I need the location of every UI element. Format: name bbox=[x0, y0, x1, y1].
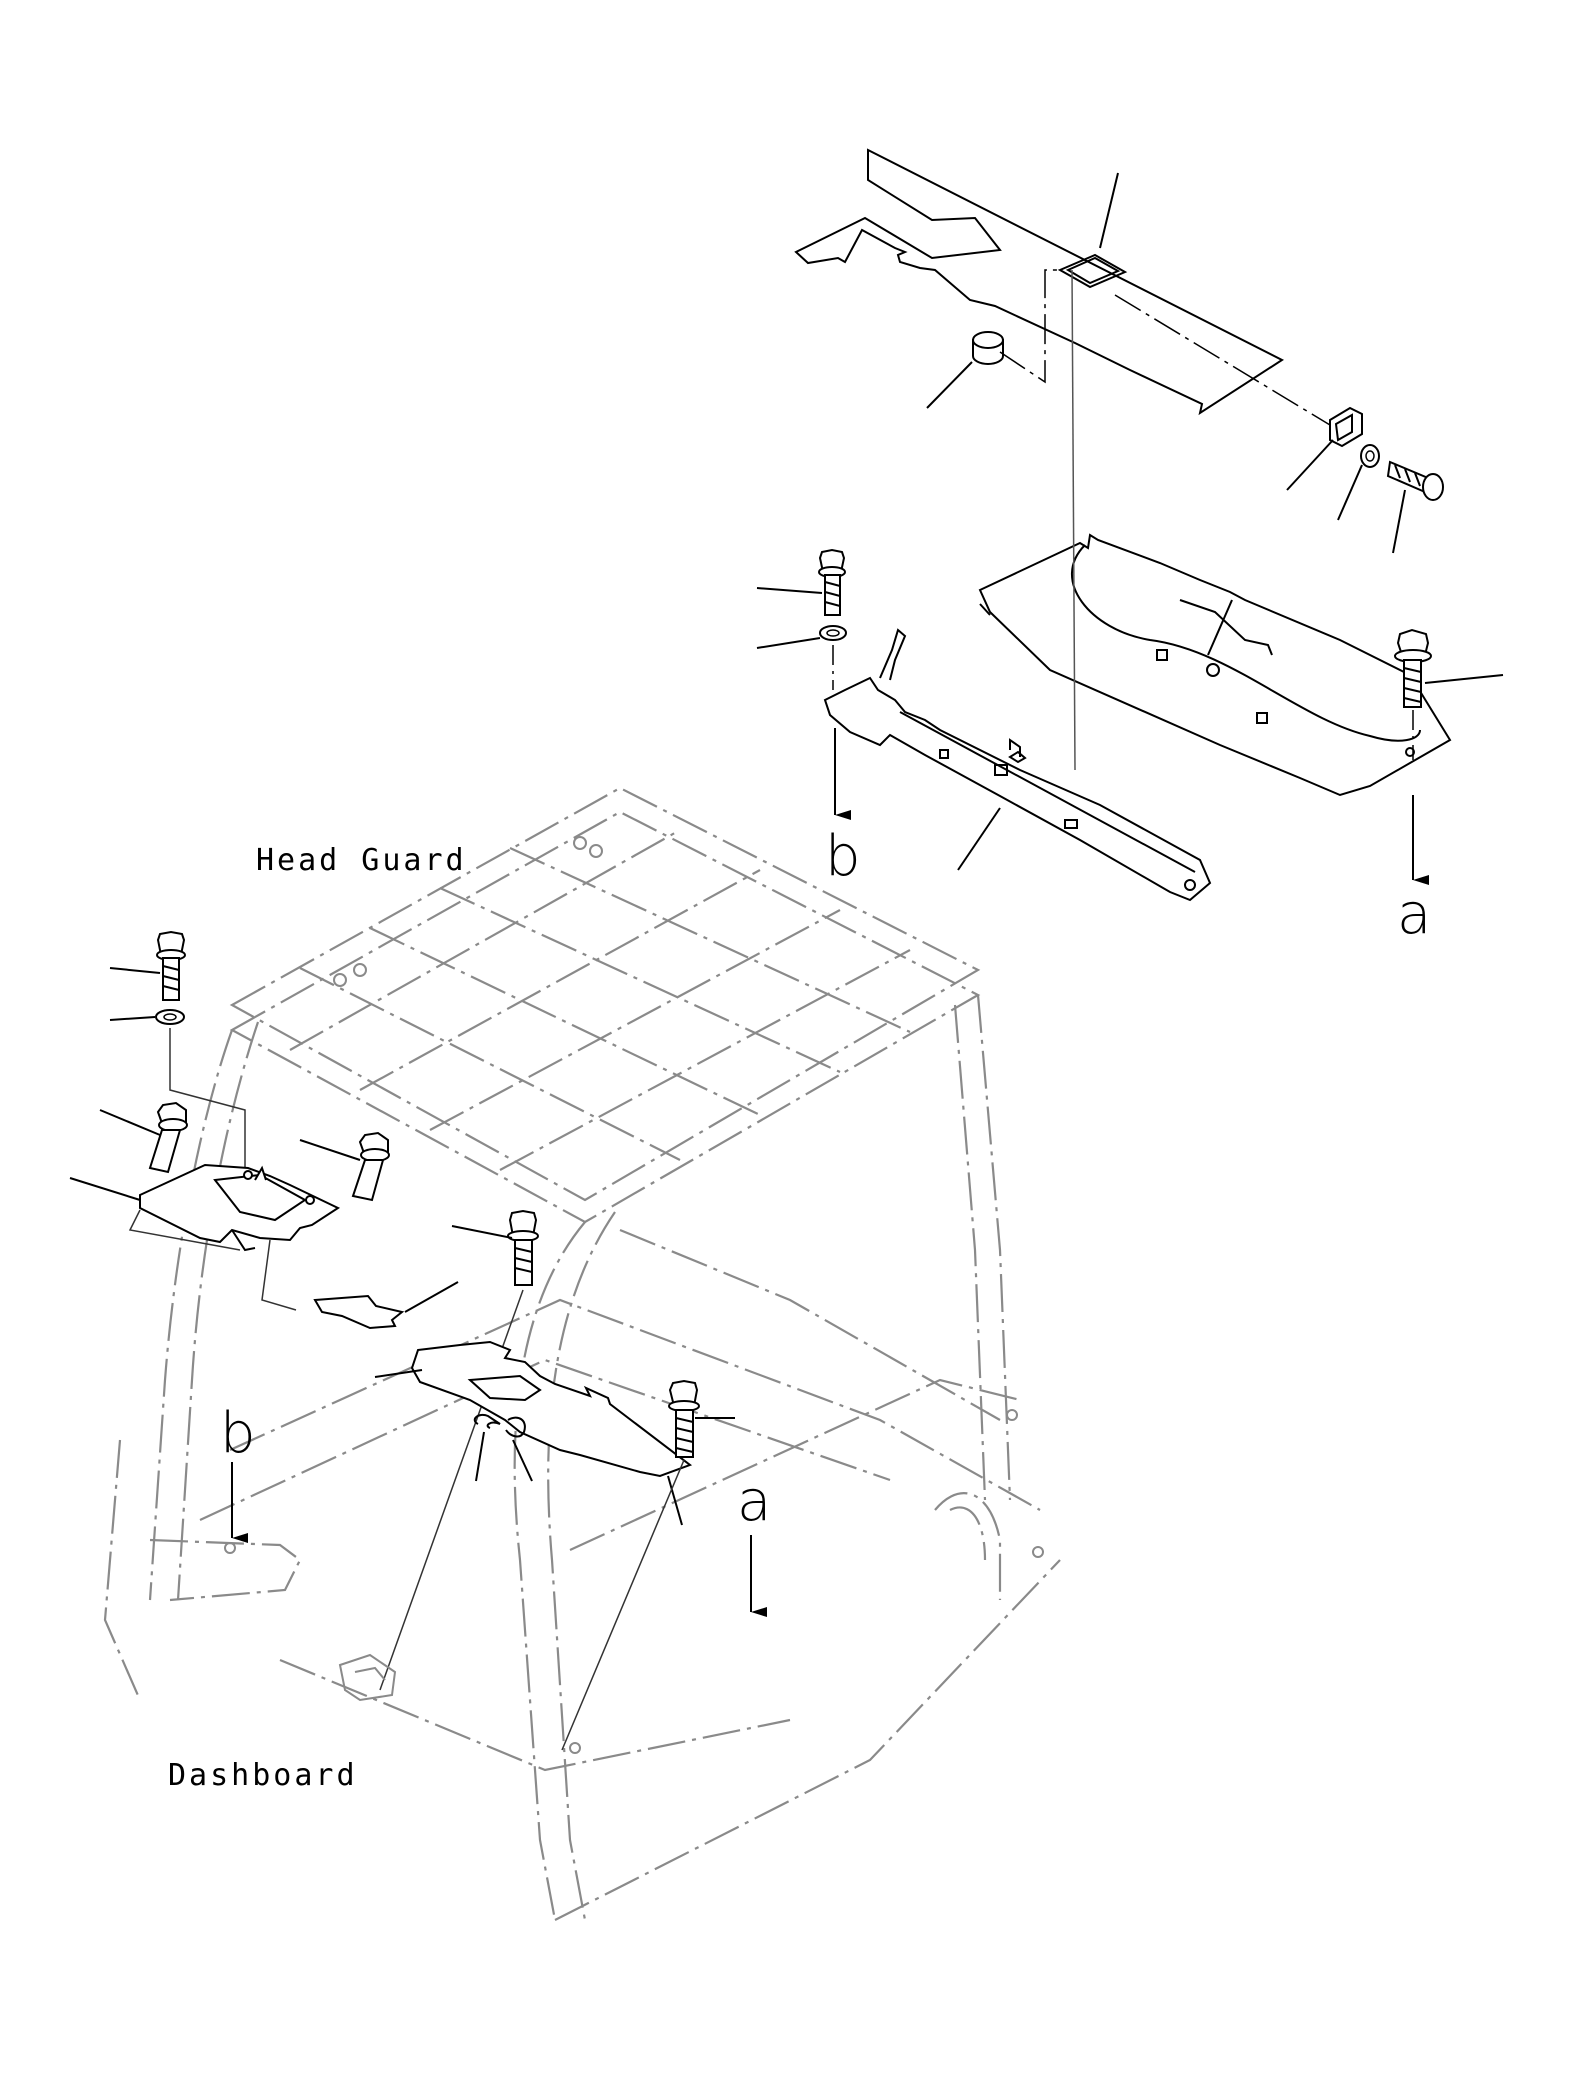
cap-nut-dash-link bbox=[999, 269, 1060, 384]
leader-bracket-plate-left bbox=[69, 1177, 141, 1201]
bolt-left-middle bbox=[148, 1101, 188, 1174]
cover-dashline bbox=[1114, 294, 1331, 426]
leader-center-panel bbox=[374, 1369, 423, 1378]
leader-bolt-mid-left bbox=[299, 1139, 361, 1161]
upper-cover-panel bbox=[794, 148, 1285, 416]
leader-cap-nut bbox=[926, 361, 973, 409]
leader-clip-2 bbox=[512, 1439, 533, 1482]
leader-bolt-upper-center bbox=[756, 587, 823, 594]
vertical-guide-line bbox=[1071, 269, 1076, 771]
bolt-upper-center bbox=[818, 548, 846, 616]
leader-center-panel-right bbox=[667, 1475, 683, 1526]
bolt-mid-left bbox=[351, 1131, 390, 1202]
washer-right bbox=[1360, 444, 1380, 468]
leader-bolt-far-right bbox=[1424, 674, 1504, 684]
long-bar-bracket bbox=[823, 628, 1212, 902]
bracket-plate-left bbox=[139, 1163, 341, 1252]
frame-bolt-holes bbox=[224, 836, 1044, 1754]
bolt-far-right bbox=[1394, 628, 1432, 708]
cap-nut bbox=[972, 331, 1004, 365]
latch-bracket bbox=[1329, 406, 1363, 448]
clip-pair bbox=[473, 1414, 526, 1438]
washer-left-link bbox=[169, 1028, 246, 1170]
bolt-left-top bbox=[156, 930, 186, 1001]
leader-bolt-center bbox=[451, 1225, 513, 1239]
washer-left bbox=[155, 1009, 185, 1025]
leader-latch bbox=[1286, 439, 1334, 491]
bolt-lower-right-dash bbox=[561, 1459, 685, 1751]
marker-a-top: a bbox=[1397, 882, 1431, 947]
head-guard-frame bbox=[103, 786, 1061, 1921]
dashboard-label: Dashboard bbox=[168, 1758, 358, 1793]
leader-long-bar bbox=[957, 807, 1001, 871]
leader-bolt-left-middle bbox=[99, 1109, 161, 1136]
leader-washer-upper-center bbox=[756, 637, 821, 649]
leader-small-angled-plate bbox=[404, 1281, 459, 1313]
bolt-right-horizontal bbox=[1386, 460, 1444, 501]
marker-b-bottom: b bbox=[220, 1401, 256, 1466]
leader-bolt-right bbox=[1392, 489, 1406, 554]
leader-washer-right bbox=[1337, 464, 1363, 521]
washer-upper-center bbox=[819, 625, 847, 641]
leader-washer-left bbox=[109, 1016, 156, 1021]
leader-clip-1 bbox=[475, 1431, 485, 1482]
leader-cover bbox=[1099, 172, 1119, 249]
bracket-plate-frame bbox=[128, 1209, 297, 1311]
leader-lower-plate bbox=[1207, 599, 1233, 656]
center-panel bbox=[410, 1340, 693, 1478]
leader-bolt-left-top bbox=[109, 967, 161, 974]
bolt-lower-right-center bbox=[668, 1379, 700, 1458]
head-guard-label: Head Guard bbox=[256, 843, 467, 878]
small-angled-plate bbox=[313, 1294, 405, 1330]
marker-a-bottom: a bbox=[737, 1469, 771, 1534]
clip-bottom-ghost bbox=[338, 1653, 397, 1702]
marker-b-top: b bbox=[825, 824, 861, 889]
bolt-center bbox=[507, 1209, 539, 1286]
lower-right-plate bbox=[978, 533, 1452, 797]
